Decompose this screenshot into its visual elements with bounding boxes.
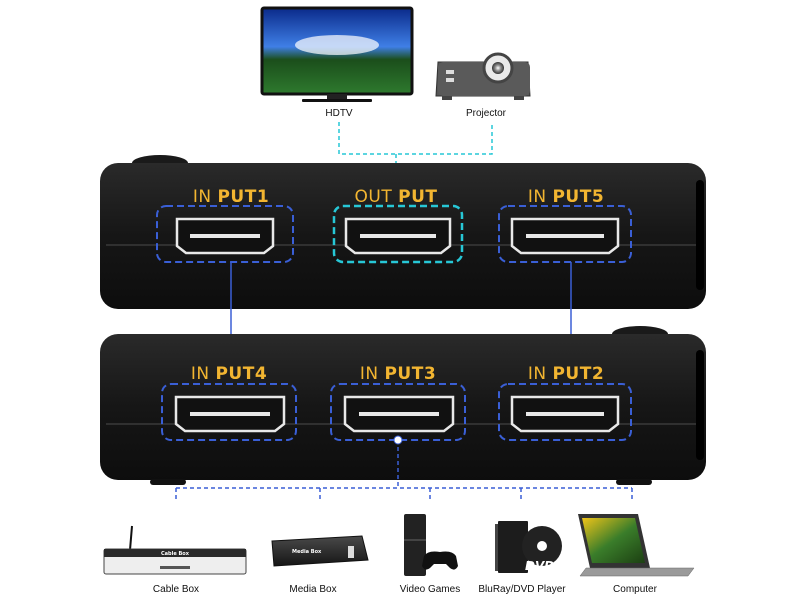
port-label-input-5: IN PUT5: [528, 187, 604, 207]
input-ring: [330, 383, 466, 441]
bluray-caption: BluRay/DVD Player: [478, 584, 566, 595]
cable-box-caption: Cable Box: [153, 584, 199, 595]
port-input-2: [498, 383, 632, 441]
svg-text:Cable Box: Cable Box: [161, 551, 190, 557]
input-ring: [498, 205, 632, 263]
port-label-input-2: IN PUT2: [528, 364, 604, 384]
port-input-4: [161, 383, 297, 441]
video-games-caption: Video Games: [400, 584, 460, 595]
input-ring: [156, 205, 294, 263]
game-console-icon: [404, 514, 458, 576]
bluray-player-icon: DVD: [495, 521, 562, 573]
port-label-output: OUT PUT: [355, 187, 438, 207]
dvd-logo: DVD: [525, 559, 554, 573]
cable-box-icon: Cable Box: [103, 525, 247, 575]
input-ring: [498, 383, 632, 441]
port-label-input-1: IN PUT1: [193, 187, 269, 207]
media-box-icon: Media Box: [271, 535, 369, 567]
port-label-input-3: IN PUT3: [360, 364, 436, 384]
input-ring: [161, 383, 297, 441]
port-output: [332, 204, 464, 264]
source-connector-dot: [393, 435, 403, 445]
stadium-lights-icon: [295, 35, 379, 55]
source-connector: [175, 440, 633, 500]
media-box-caption: Media Box: [289, 584, 336, 595]
svg-text:Media Box: Media Box: [292, 549, 322, 555]
laptop-icon: [578, 514, 695, 577]
port-label-input-4: IN PUT4: [191, 364, 267, 384]
gamepad-icon: [422, 551, 458, 570]
projector-icon: [435, 52, 531, 100]
hdtv: [260, 6, 414, 102]
output-ring: [332, 204, 464, 264]
projector-caption: Projector: [466, 108, 507, 119]
port-input-3: [330, 383, 466, 441]
port-input-5: [498, 205, 632, 263]
port-input-1: [156, 205, 294, 263]
computer-caption: Computer: [613, 584, 658, 595]
hdtv-caption: HDTV: [325, 108, 353, 119]
